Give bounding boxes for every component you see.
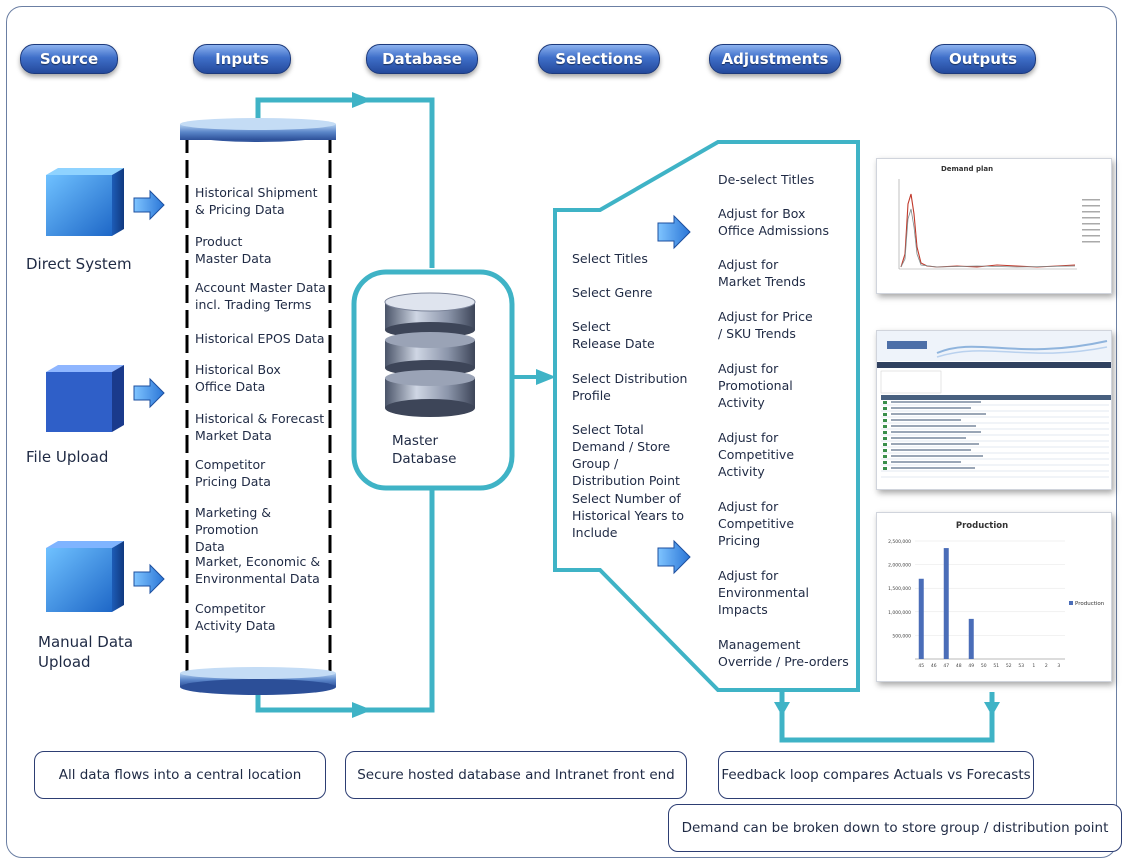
box-icon xyxy=(46,168,124,612)
source-file-upload: File Upload xyxy=(26,448,109,466)
selection-item: Select Total Demand / Store Group / Dist… xyxy=(572,422,680,488)
header-outputs: Outputs xyxy=(930,44,1036,74)
production-bars: 2,500,000 2,000,000 1,500,000 1,000,000 500,… xyxy=(888,539,1065,669)
selection-item: Select Distribution Profile xyxy=(572,371,688,403)
adjustment-item: Adjust for Promotional Activity xyxy=(718,361,793,410)
input-item: Historical & Forecast Market Data xyxy=(195,411,325,443)
adjustment-item: De-select Titles xyxy=(718,172,815,187)
production-x-tick: 53 xyxy=(1018,663,1024,669)
production-legend: Production xyxy=(1069,601,1104,607)
source-manual-data-upload: Manual Data Upload xyxy=(38,633,134,671)
input-item: Account Master Data incl. Trading Terms xyxy=(195,280,326,312)
input-item: Competitor Activity Data xyxy=(195,601,276,633)
adjustment-item: Adjust for Box Office Admissions xyxy=(718,206,829,238)
production-x-tick: 52 xyxy=(1006,663,1012,669)
source-direct-system: Direct System xyxy=(26,255,132,273)
production-x-tick: 51 xyxy=(993,663,999,669)
production-x-tick: 45 xyxy=(918,663,924,669)
production-y-tick: 2,000,000 xyxy=(888,563,911,569)
adjustment-item: Management Override / Pre-orders xyxy=(718,637,849,669)
production-x-tick: 50 xyxy=(981,663,987,669)
intranet-screen-graphic xyxy=(877,331,1111,478)
demand-plan-title: Demand plan xyxy=(940,165,994,173)
input-item: Market, Economic & Environmental Data xyxy=(195,554,321,586)
input-item: Historical Box Office Data xyxy=(195,362,281,394)
note-store-group-breakdown: Demand can be broken down to store group… xyxy=(668,804,1122,852)
production-legend-label: Production xyxy=(1075,601,1105,607)
note-central-location: All data flows into a central location xyxy=(34,751,326,799)
input-item: Historical EPOS Data xyxy=(195,331,325,346)
demand-plan-chart xyxy=(898,179,1100,270)
production-x-tick: 47 xyxy=(943,663,949,669)
header-selections: Selections xyxy=(538,44,660,74)
selection-item: Select Titles xyxy=(572,251,648,266)
production-y-tick: 2,500,000 xyxy=(888,539,911,545)
input-item: Historical Shipment & Pricing Data xyxy=(195,185,318,217)
selection-item: Select Genre xyxy=(572,285,653,300)
adjustment-item: Adjust for Competitive Pricing xyxy=(718,499,795,548)
adjustment-item: Adjust for Price / SKU Trends xyxy=(718,309,813,341)
production-bar xyxy=(968,618,974,659)
production-x-tick: 49 xyxy=(968,663,974,669)
production-bar xyxy=(943,548,949,659)
arrow-icon xyxy=(133,189,691,595)
adjustment-item: Adjust for Environmental Impacts xyxy=(718,568,809,617)
input-item: Product Master Data xyxy=(195,234,272,266)
production-x-tick: 3 xyxy=(1057,663,1060,669)
adjustment-item: Adjust for Market Trends xyxy=(718,257,806,289)
note-secure-hosted-database: Secure hosted database and Intranet fron… xyxy=(345,751,687,799)
production-x-tick: 2 xyxy=(1045,663,1048,669)
production-x-tick: 1 xyxy=(1032,663,1035,669)
header-source: Source xyxy=(20,44,118,74)
production-bar xyxy=(918,578,924,659)
selection-item: Select Release Date xyxy=(572,319,655,351)
demand-plan-thumbnail: Demand plan xyxy=(876,158,1112,294)
production-chart-thumbnail: Production Production 2,500,000 2,000,000… xyxy=(876,512,1112,682)
production-x-tick: 48 xyxy=(956,663,962,669)
input-item: Marketing & Promotion Data xyxy=(195,505,272,554)
diagram-frame xyxy=(6,6,1117,858)
header-database: Database xyxy=(366,44,478,74)
master-database-label: Master Database xyxy=(392,433,457,467)
production-chart-title: Production xyxy=(955,521,1009,531)
production-x-tick: 46 xyxy=(931,663,937,669)
header-inputs: Inputs xyxy=(193,44,291,74)
header-adjustments: Adjustments xyxy=(709,44,841,74)
production-y-tick: 1,000,000 xyxy=(888,610,911,616)
adjustment-item: Adjust for Competitive Activity xyxy=(718,430,795,479)
selection-item: Select Number of Historical Years to Inc… xyxy=(572,491,685,540)
note-feedback-loop: Feedback loop compares Actuals vs Foreca… xyxy=(718,751,1034,799)
input-item: Competitor Pricing Data xyxy=(195,457,271,489)
production-y-tick: 1,500,000 xyxy=(888,586,911,592)
production-y-tick: 500,000 xyxy=(892,633,911,639)
intranet-screen-thumbnail xyxy=(876,330,1112,490)
